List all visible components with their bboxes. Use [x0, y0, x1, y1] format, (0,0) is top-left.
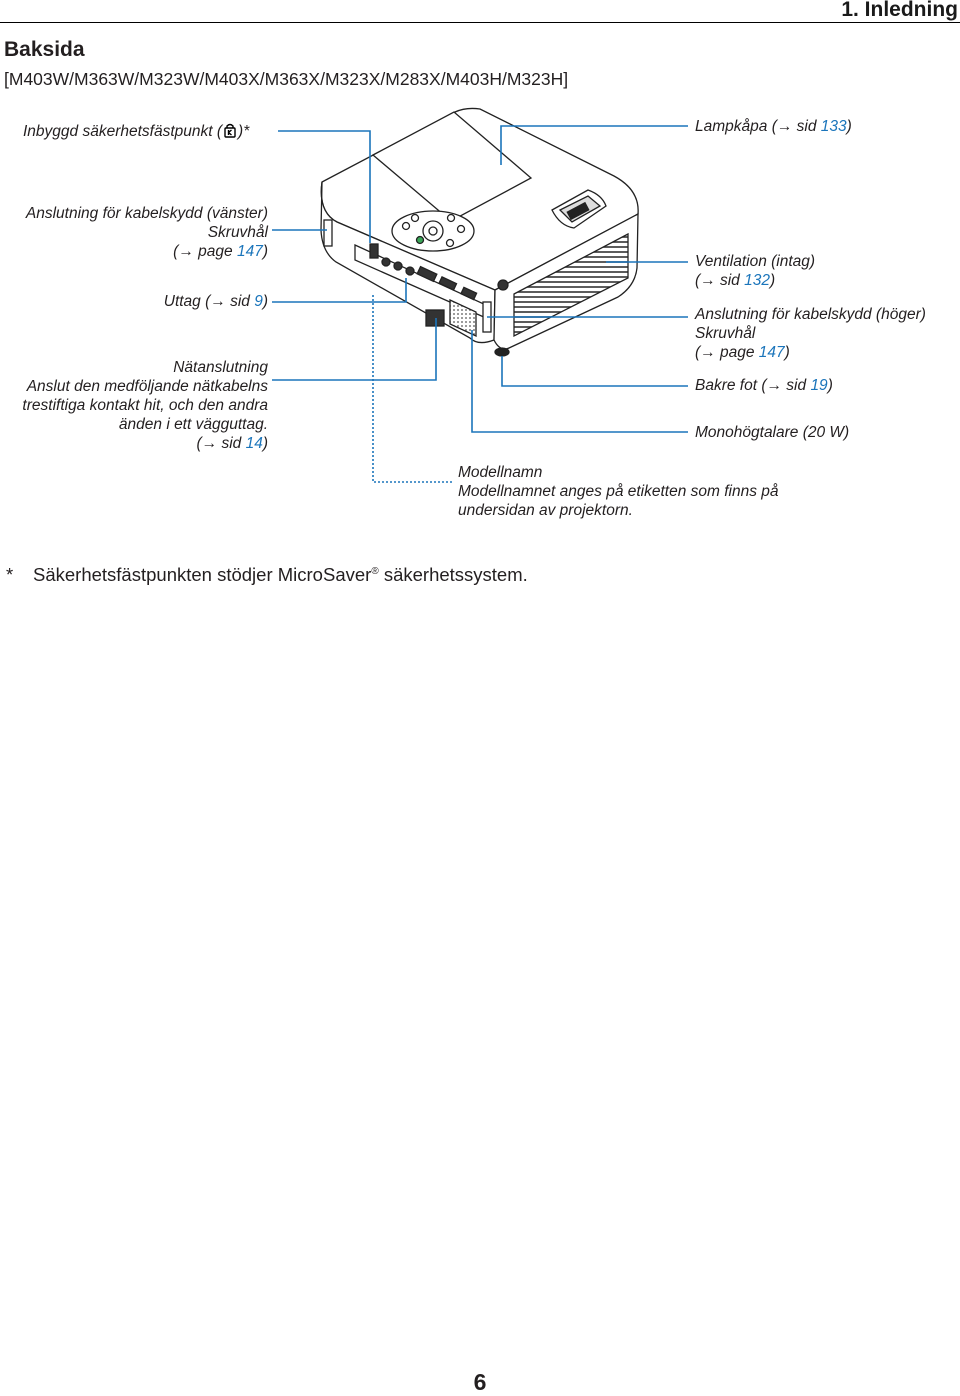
label-security-slot: Inbyggd säkerhetsfästpunkt ()*	[23, 123, 250, 140]
projector-body	[320, 107, 639, 357]
page-link[interactable]: 132	[744, 272, 770, 289]
label-model-name: Modellnamn Modellnamnet anges på etikett…	[458, 464, 779, 519]
page-link[interactable]: 147	[758, 344, 785, 361]
callout-lines	[272, 125, 688, 433]
label-speaker: Monohögtalare (20 W)	[695, 424, 850, 441]
label-lamp-cover: Lampkåpa (→ sid 133)	[695, 118, 852, 135]
page-link[interactable]: 133	[820, 118, 847, 135]
callout-line-terminals	[272, 278, 407, 303]
label-cable-cover-left: Anslutning för kabelskydd (vänster) Skru…	[25, 205, 268, 260]
label-ventilation: Ventilation (intag) (→ sid 132)	[695, 253, 816, 289]
page-number: 6	[473, 1369, 487, 1395]
callout-line-speaker	[471, 330, 688, 433]
page-link[interactable]: 19	[810, 377, 828, 394]
label-terminals: Uttag (→ sid 9)	[163, 293, 268, 310]
label-cable-cover-right: Anslutning för kabelskydd (höger) Skruvh…	[695, 306, 926, 361]
header-rule	[0, 22, 960, 23]
model-list: [M403W/M363W/M323W/M403X/M363X/M323X/M28…	[4, 69, 569, 89]
footnote: *Säkerhetsfästpunkten stödjer MicroSaver…	[6, 564, 528, 585]
label-rear-foot: Bakre fot (→ sid 19)	[695, 377, 833, 394]
callout-line-foot	[501, 356, 688, 387]
page-link[interactable]: 9	[254, 293, 263, 310]
callout-line-ac	[272, 318, 437, 381]
page-link[interactable]: 147	[236, 243, 263, 260]
section-title: Baksida	[4, 38, 85, 61]
label-ac-input: Nätanslutning Anslut den medföljande nät…	[22, 359, 268, 452]
callout-line-lamp	[500, 125, 688, 165]
callout-line-security	[278, 130, 371, 243]
chapter-title: 1. Inledning	[841, 0, 958, 21]
kensington-lock-icon	[224, 123, 236, 138]
projector-rear-diagram	[272, 107, 688, 483]
page-link[interactable]: 14	[245, 435, 263, 452]
